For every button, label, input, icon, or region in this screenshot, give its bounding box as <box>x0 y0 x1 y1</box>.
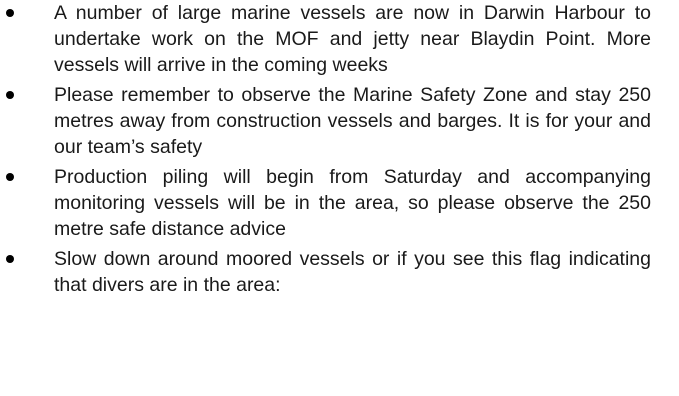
list-item: Slow down around moored vessels or if yo… <box>0 246 679 298</box>
list-item: Please remember to observe the Marine Sa… <box>0 82 679 160</box>
list-item: A number of large marine vessels are now… <box>0 0 679 78</box>
bullet-dot-icon <box>6 173 14 181</box>
list-item: Production piling will begin from Saturd… <box>0 164 679 242</box>
bullet-text: Slow down around moored vessels or if yo… <box>54 248 651 296</box>
bullet-dot-icon <box>6 91 14 99</box>
bullet-dot-icon <box>6 9 14 17</box>
bullet-dot-icon <box>6 255 14 263</box>
bullet-list: A number of large marine vessels are now… <box>0 0 679 298</box>
bullet-text: Please remember to observe the Marine Sa… <box>54 84 651 158</box>
bullet-text: Production piling will begin from Saturd… <box>54 166 651 240</box>
bullet-text: A number of large marine vessels are now… <box>54 2 651 76</box>
